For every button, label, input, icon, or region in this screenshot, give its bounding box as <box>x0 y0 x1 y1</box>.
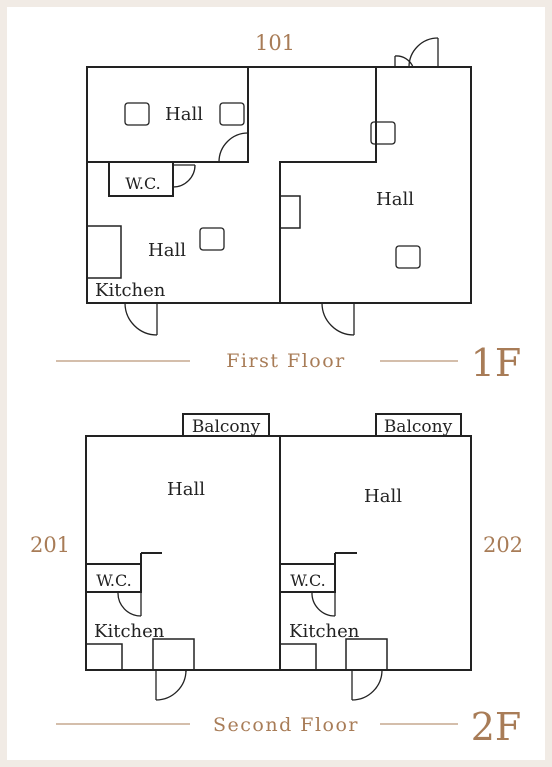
door-wc <box>172 164 196 188</box>
door-entrance-left <box>124 302 158 336</box>
door-rear <box>394 37 439 68</box>
kitchen-counter <box>86 225 122 279</box>
room-label-wc: W.C. <box>290 571 326 590</box>
room-label-hall: Hall <box>376 189 414 210</box>
furniture-square <box>370 121 396 145</box>
wc-wall-201 <box>86 563 142 593</box>
second-floor-doors <box>117 591 383 701</box>
wc-wall-202 <box>280 563 336 593</box>
second-floor-outline <box>85 435 472 671</box>
unit-202-number: 202 <box>483 533 523 557</box>
kitchen-unit-202 <box>345 638 388 671</box>
kitchen-unit-201 <box>152 638 195 671</box>
kitchen-counter-202 <box>279 643 317 671</box>
door-wc-201 <box>117 591 142 617</box>
room-label-hall: Hall <box>167 479 205 500</box>
kitchen-counter-201 <box>85 643 123 671</box>
first-floor-doors <box>124 37 439 336</box>
room-label-wc: W.C. <box>96 571 132 590</box>
furniture-square <box>124 102 150 126</box>
wall-right-hall <box>279 67 377 303</box>
room-label-balcony: Balcony <box>384 417 453 437</box>
room-label-hall: Hall <box>165 104 203 125</box>
floor-caption: First Floor <box>226 350 346 372</box>
room-label-wc: W.C. <box>125 174 161 193</box>
room-label-balcony: Balcony <box>192 417 261 437</box>
floor-badge: 1F <box>471 341 522 385</box>
room-label-kitchen: Kitchen <box>289 621 360 642</box>
wall-cabinet <box>279 195 301 229</box>
balcony-202 <box>375 413 462 436</box>
second-floor-plan <box>85 413 472 671</box>
door-top-room <box>218 132 249 163</box>
floor-caption: Second Floor <box>213 714 359 736</box>
room-label-hall: Hall <box>364 486 402 507</box>
floor-badge: 2F <box>471 705 522 749</box>
room-label-kitchen: Kitchen <box>94 621 165 642</box>
first-floor-plan <box>86 66 472 304</box>
room-label-hall: Hall <box>148 240 186 261</box>
door-entrance-202 <box>351 669 383 701</box>
furniture-square <box>199 227 225 251</box>
furniture-square <box>219 102 245 126</box>
door-wc-202 <box>311 591 336 617</box>
wc-wall <box>108 162 174 197</box>
furniture-square <box>395 245 421 269</box>
door-entrance-right <box>321 302 355 336</box>
door-entrance-201 <box>155 669 187 701</box>
room-label-kitchen: Kitchen <box>95 280 166 301</box>
unit-101-number: 101 <box>255 31 295 55</box>
balcony-201 <box>182 413 270 436</box>
paper-sheet <box>7 7 545 760</box>
unit-201-number: 201 <box>30 533 70 557</box>
